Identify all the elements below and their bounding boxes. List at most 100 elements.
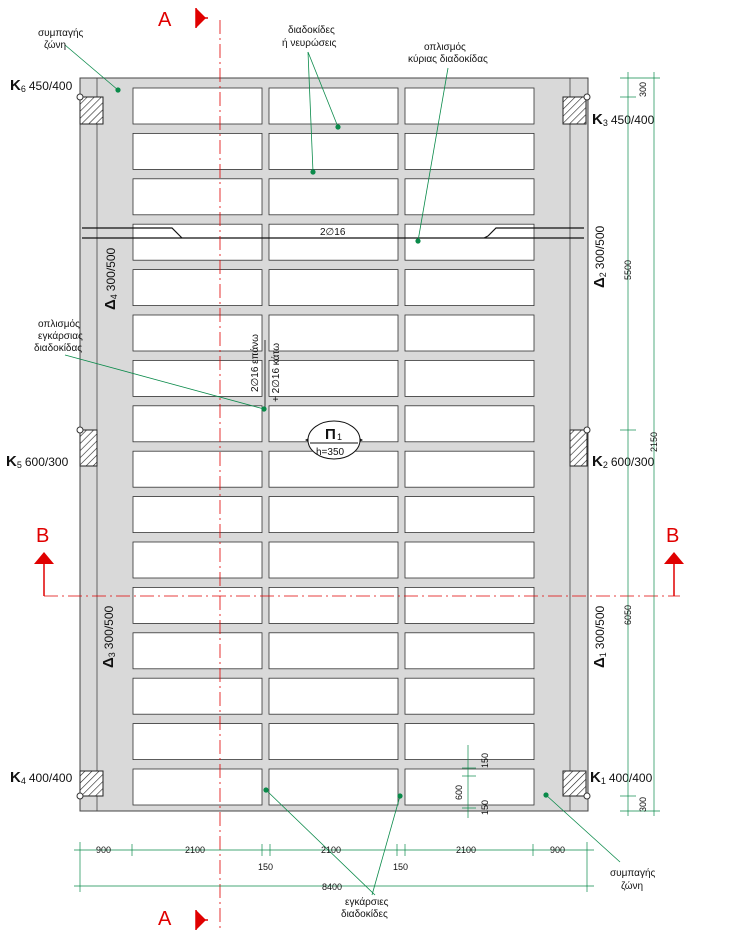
top-bar-label: 2∅16 [320, 227, 346, 238]
node [76, 426, 84, 434]
dim-rib-2: 150 [393, 862, 408, 872]
beam-d2-label: Δ2300/500 [591, 226, 608, 289]
node [583, 426, 591, 434]
slab-tag: Π 1 h=350 [305, 420, 363, 460]
beam-d1-label: Δ1300/500 [591, 606, 608, 669]
dim-total-height: 2150 [649, 432, 659, 452]
void-block [404, 405, 535, 443]
bar-top-label: 2∅16 επάνω [249, 334, 261, 392]
void-block [132, 223, 263, 261]
leader-lines [64, 44, 621, 896]
void-block [404, 223, 535, 261]
void-block [268, 178, 399, 216]
arrow-icon [664, 552, 684, 564]
void-block [404, 132, 535, 170]
void-block [132, 677, 263, 715]
node [583, 93, 591, 101]
slab-thickness: h=350 [316, 447, 345, 458]
void-block [404, 450, 535, 488]
void-block [132, 541, 263, 579]
void-block [268, 314, 399, 352]
void-block [132, 314, 263, 352]
beam-d4-label: Δ4300/500 [102, 248, 119, 311]
slab-tag-circle [307, 420, 361, 460]
column-k4 [79, 770, 104, 797]
void-block [404, 496, 535, 534]
slab-number: 1 [337, 432, 342, 442]
dim-right-2: 5500 [623, 260, 633, 280]
dim-rib-h-2: 600 [454, 785, 464, 800]
void-block [132, 450, 263, 488]
void-block [132, 768, 263, 806]
void-block [132, 496, 263, 534]
void-block [268, 496, 399, 534]
void-block [404, 269, 535, 307]
bar-bottom-label: + 2∅16 κάτω [270, 343, 282, 402]
dim-right-1: 300 [638, 82, 648, 97]
void-block [268, 87, 399, 125]
transverse-rib-reinforcement-label: οπλισμός εγκάρσιας διαδοκίδας [34, 318, 86, 354]
dimension-lines [74, 72, 660, 892]
void-block [132, 587, 263, 624]
void-block [132, 405, 263, 443]
void-block [132, 132, 263, 170]
main-rib-reinforcement-label: οπλισμός κύριας διαδοκίδας [408, 41, 488, 65]
void-block [268, 223, 399, 261]
column-k3 [562, 96, 587, 125]
void-block [132, 269, 263, 307]
void-block [268, 723, 399, 760]
void-block [404, 723, 535, 760]
section-a-top-hit [180, 8, 196, 28]
void-block [404, 677, 535, 715]
void-block [268, 269, 399, 307]
node [76, 792, 84, 800]
dim-right-3: 6050 [623, 605, 633, 625]
compact-zone-top-label: συμπαγής ζώνη [38, 27, 86, 51]
arrow-icon [196, 8, 206, 28]
column-k5 [79, 429, 98, 467]
void-block [268, 632, 399, 670]
compact-zone-bottom-label: συμπαγής ζώνη [610, 867, 658, 892]
arrow-icon [34, 552, 54, 564]
dim-bottom-1: 900 [96, 845, 111, 855]
dim-bottom-2: 2100 [185, 845, 205, 855]
beam-d3-label: Δ3300/500 [100, 606, 117, 669]
section-a-label-top: A [158, 9, 172, 31]
slab-name: Π [325, 426, 336, 443]
void-block [404, 178, 535, 216]
node [76, 93, 84, 101]
void-block [268, 541, 399, 579]
section-b-label-left: B [36, 525, 49, 547]
dim-total-width: 8400 [322, 882, 342, 892]
dim-bottom-5: 900 [550, 845, 565, 855]
void-block [404, 541, 535, 579]
leader-dots [115, 87, 549, 799]
section-a-label-bottom: A [158, 908, 172, 930]
main-reinforcement-bars [82, 227, 584, 239]
ribs-label: διαδοκίδες ή νευρώσεις [282, 24, 338, 49]
void-block [404, 314, 535, 352]
void-block [404, 632, 535, 670]
void-block [404, 359, 535, 397]
dim-rib-h-1: 150 [480, 753, 490, 768]
column-k6 [79, 96, 104, 125]
dim-bottom-3: 2100 [321, 845, 341, 855]
void-block [132, 87, 263, 125]
void-block [404, 587, 535, 624]
void-block [132, 178, 263, 216]
void-grid [132, 87, 535, 806]
dim-right-4: 300 [638, 797, 648, 812]
dim-bottom-4: 2100 [456, 845, 476, 855]
node [583, 792, 591, 800]
column-k2 [569, 429, 588, 467]
column-k1 [562, 770, 587, 797]
void-block [268, 768, 399, 806]
arrow-icon [196, 910, 206, 930]
